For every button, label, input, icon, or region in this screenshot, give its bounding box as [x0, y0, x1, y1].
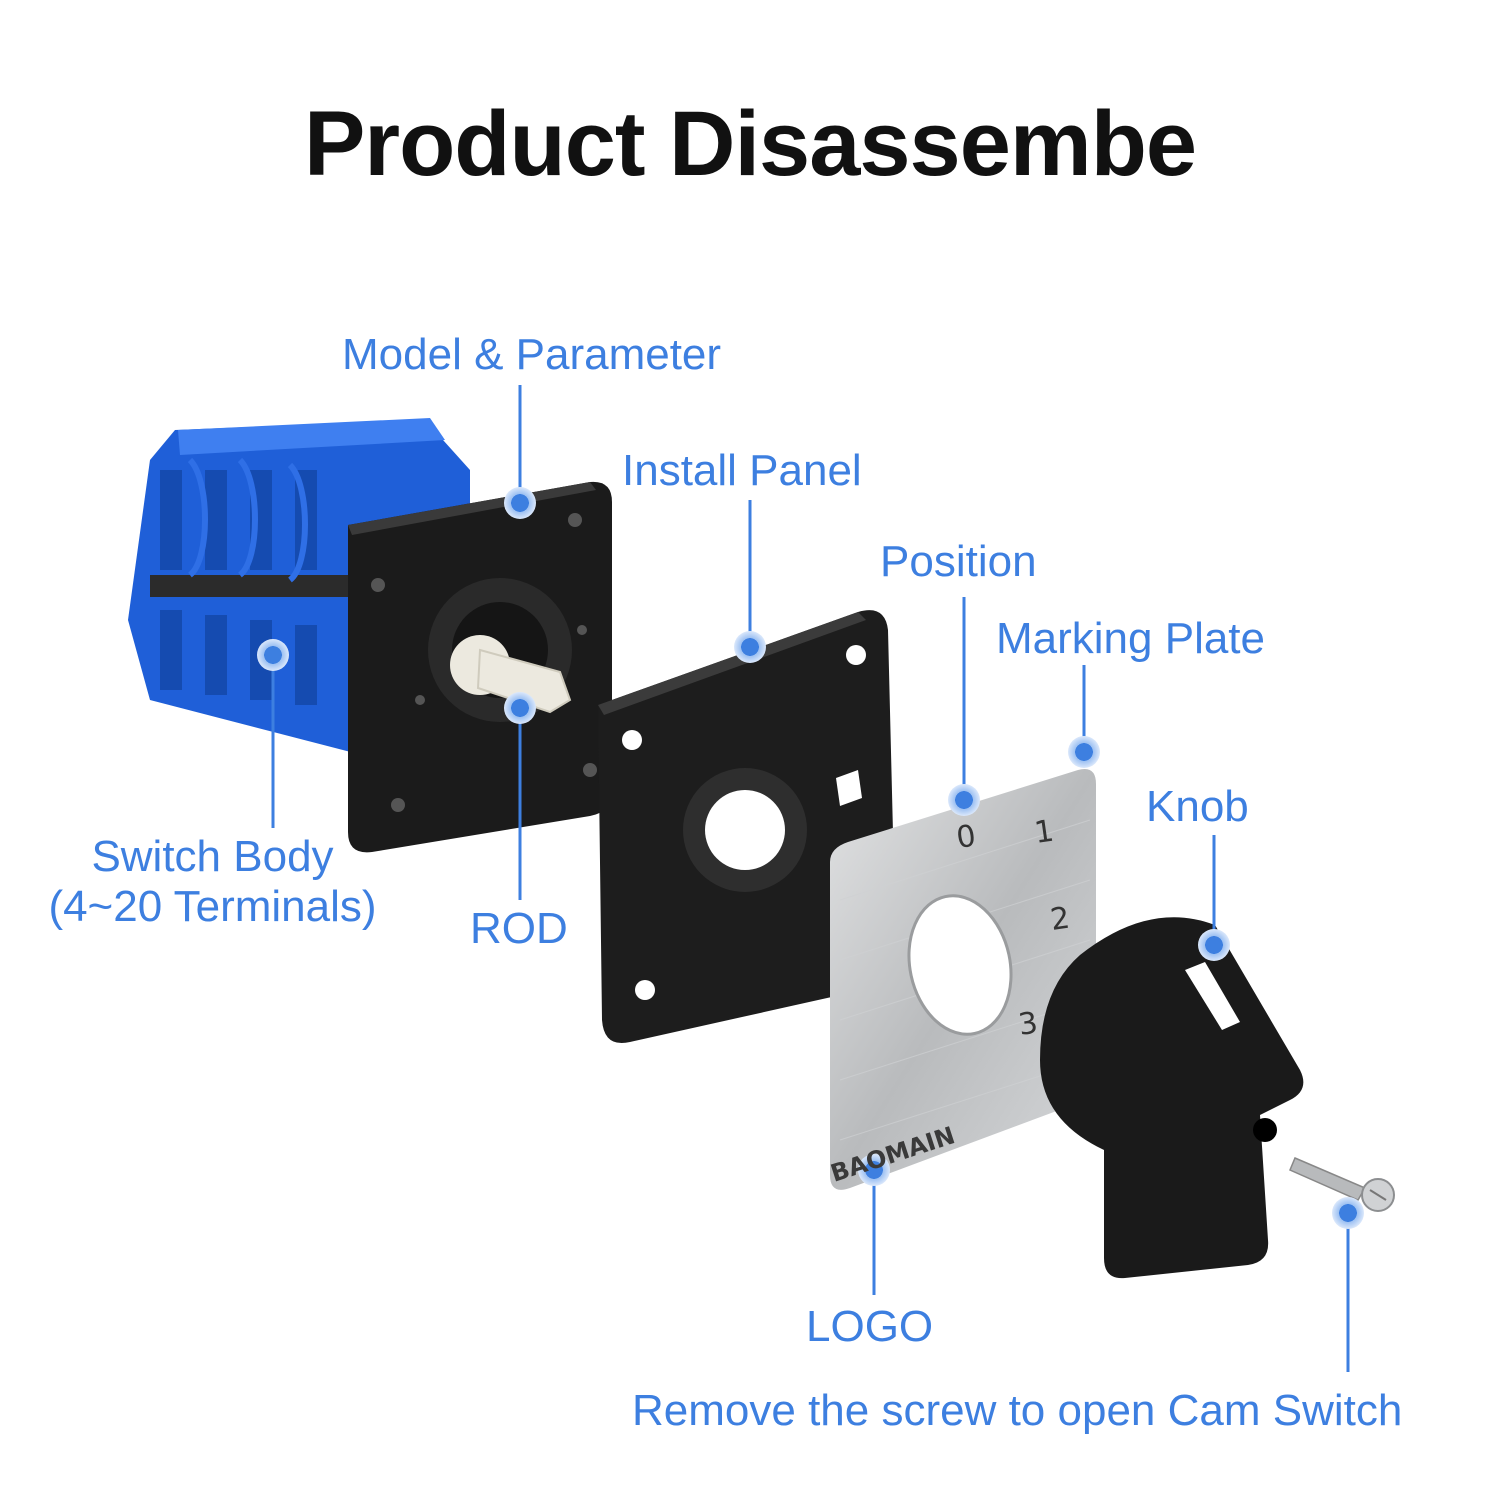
marker-dot-logo — [858, 1154, 890, 1186]
screw — [1289, 1157, 1395, 1212]
plate-position-2: 2 — [1048, 901, 1072, 938]
label-rod: ROD — [470, 904, 568, 953]
rod — [450, 635, 572, 714]
marker-dot-marking-plate — [1068, 736, 1100, 768]
leader-lines — [271, 385, 1350, 1372]
marking-plate — [830, 768, 1096, 1190]
marker-dot-screw — [1332, 1197, 1364, 1229]
install-panel — [598, 610, 897, 1044]
plate-position-3: 3 — [1016, 1006, 1040, 1043]
label-screw-note: Remove the screw to open Cam Switch — [632, 1386, 1403, 1435]
label-knob: Knob — [1146, 782, 1249, 831]
knob — [1040, 917, 1304, 1279]
page-title: Product Disassembe — [303, 93, 1197, 195]
label-marking-plate: Marking Plate — [996, 614, 1266, 663]
marker-dot-position — [948, 784, 980, 816]
label-logo: LOGO — [806, 1302, 934, 1351]
label-model-parameter: Model & Parameter — [342, 330, 722, 379]
plate-position-1: 1 — [1032, 814, 1056, 851]
label-position: Position — [880, 537, 1037, 586]
plate-position-0: 0 — [954, 819, 978, 856]
marker-dot-install-panel — [734, 631, 766, 663]
label-switch-body-line2: (4~20 Terminals) — [48, 882, 377, 931]
label-install-panel: Install Panel — [622, 446, 862, 495]
marker-dot-model — [504, 487, 536, 519]
marker-dot-switch-body — [257, 639, 289, 671]
label-switch-body: Switch Body (4~20 Terminals) — [30, 832, 395, 932]
marker-dot-knob — [1198, 929, 1230, 961]
label-switch-body-line1: Switch Body — [91, 832, 334, 881]
marker-dot-rod — [504, 692, 536, 724]
marker-dots — [257, 487, 1364, 1229]
